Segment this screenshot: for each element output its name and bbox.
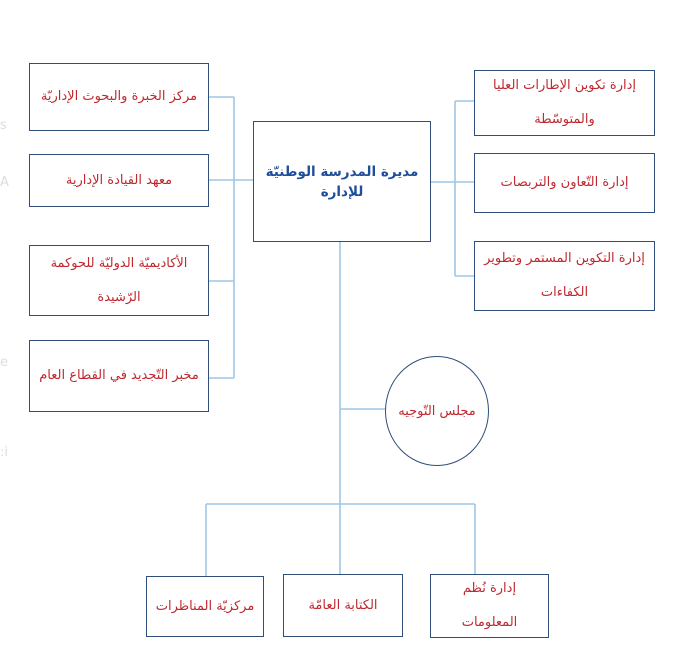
- node-right-cooperation: إدارة التّعاون والتربصات: [474, 153, 655, 213]
- node-left-governance-academy: الأكاديميّة الدوليّة للحوكمة الرّشيدة: [29, 245, 209, 316]
- node-label: معهد القيادة الإدارية: [65, 172, 173, 188]
- ghost-text: :i: [0, 445, 8, 460]
- node-label: إدارة التّعاون والتربصات: [500, 175, 629, 190]
- node-left-expertise-center: مركز الخبرة والبحوث الإداريّة: [29, 63, 209, 131]
- node-label: إدارة التكوين المستمر وتطوير الكفاءات: [484, 251, 645, 300]
- ghost-text: A: [0, 175, 9, 190]
- node-label: مركزيّة المناظرات: [155, 598, 255, 614]
- node-right-continuing-training: إدارة التكوين المستمر وتطوير الكفاءات: [474, 241, 655, 311]
- node-label: مركز الخبرة والبحوث الإداريّة: [40, 89, 198, 104]
- node-label: الكتابة العامّة: [308, 597, 378, 613]
- node-right-senior-training: إدارة تكوين الإطارات العليا والمتوسّطة: [474, 70, 655, 136]
- node-left-innovation-lab: مخبر التّجديد في القطاع العام: [29, 340, 209, 412]
- ghost-text: e: [0, 355, 8, 370]
- node-label: الأكاديميّة الدوليّة للحوكمة الرّشيدة: [50, 255, 188, 305]
- node-label: إدارة نُظم المعلومات: [461, 581, 518, 630]
- node-label: مديرة المدرسة الوطنيّة للإدارة: [265, 163, 419, 200]
- node-label: مجلس التّوجيه: [398, 403, 476, 419]
- node-label: إدارة تكوين الإطارات العليا والمتوسّطة: [492, 78, 637, 127]
- node-bottom-information-systems: إدارة نُظم المعلومات: [430, 574, 549, 638]
- ghost-text: s: [0, 118, 7, 133]
- node-steering-council: مجلس التّوجيه: [385, 356, 489, 466]
- node-bottom-general-secretariat: الكتابة العامّة: [283, 574, 403, 637]
- node-school-director: مديرة المدرسة الوطنيّة للإدارة: [253, 121, 431, 242]
- node-bottom-competitions: مركزيّة المناظرات: [146, 576, 264, 637]
- node-left-leadership-institute: معهد القيادة الإدارية: [29, 154, 209, 207]
- node-label: مخبر التّجديد في القطاع العام: [39, 368, 199, 383]
